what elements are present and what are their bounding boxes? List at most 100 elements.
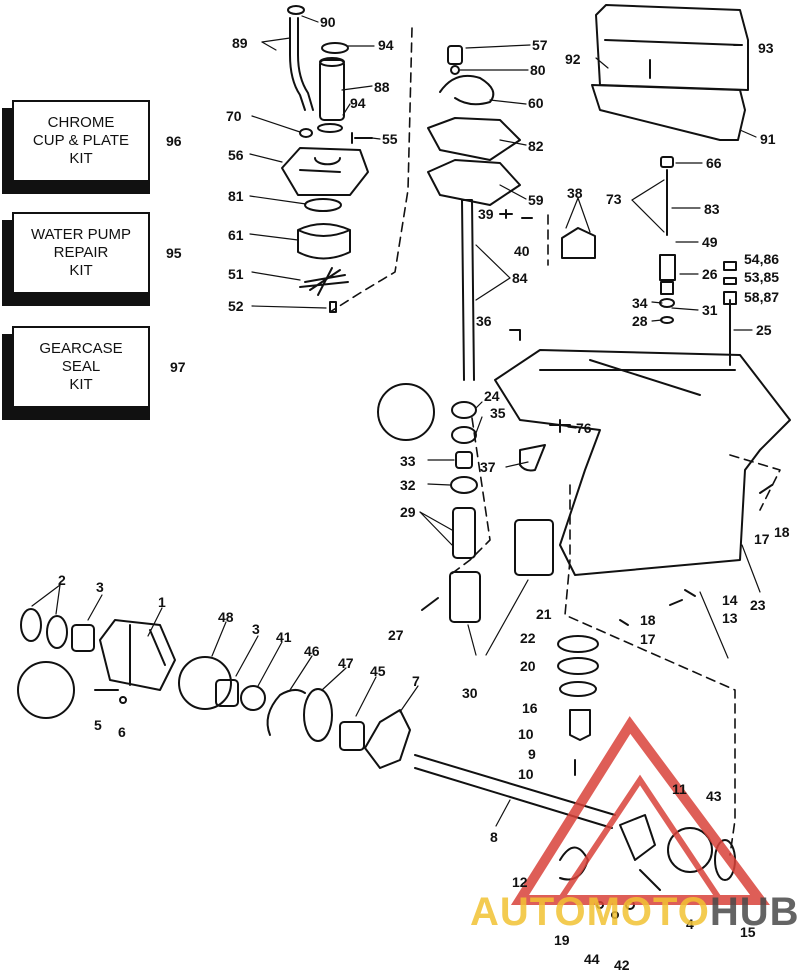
callout-label: 32 <box>400 477 416 493</box>
thrust-washer-47 <box>303 688 333 742</box>
callout-label: 43 <box>706 788 722 804</box>
sleeve-58-87 <box>723 291 737 305</box>
callout-label: 10 <box>518 726 534 742</box>
callout-label: 80 <box>530 62 546 78</box>
callout-label: 18 <box>640 612 656 628</box>
screw-13 <box>669 599 683 606</box>
pump-housing-56 <box>281 147 369 196</box>
callout-label: 92 <box>565 51 581 67</box>
callout-label: 31 <box>702 302 718 318</box>
washer-21 <box>557 635 599 653</box>
callout-label: 58,87 <box>744 289 780 305</box>
callout-label: 88 <box>374 79 390 95</box>
sleeve-57 <box>447 45 463 65</box>
bearing-housing-1 <box>99 619 176 691</box>
kit-label: GEARCASE SEAL KIT <box>12 326 150 408</box>
bearing-32 <box>450 476 478 494</box>
callout-label: 52 <box>228 298 244 314</box>
callout-label: 23 <box>750 597 766 613</box>
callout-label: 29 <box>400 504 416 520</box>
key-52 <box>329 301 337 313</box>
callout-label: 26 <box>702 266 718 282</box>
callout-label: 91 <box>760 131 776 147</box>
screw-14 <box>684 589 696 597</box>
callout-label: 4 <box>686 916 694 932</box>
bracket-38 <box>561 227 596 259</box>
plate-82 <box>427 117 521 161</box>
pinion-gear-7 <box>364 709 411 769</box>
o-ring-94-top <box>321 42 349 54</box>
callout-label: 94 <box>350 95 366 111</box>
callout-label: 21 <box>536 606 552 622</box>
grommet-66 <box>660 156 674 168</box>
callout-label: 45 <box>370 663 386 679</box>
callout-label: 36 <box>476 313 492 329</box>
screen-30-upper <box>514 519 554 576</box>
callout-label: 84 <box>512 270 528 286</box>
chrome-cup-plate-kit: CHROME CUP & PLATE KIT <box>2 100 150 196</box>
pin-4 <box>639 869 661 891</box>
callout-label: 12 <box>512 874 528 890</box>
seal-2-a <box>20 608 42 642</box>
watermark-logo <box>510 716 770 905</box>
watermark-part2: HUB <box>709 890 800 934</box>
callout-label: 16 <box>522 700 538 716</box>
screw-93 <box>649 44 743 79</box>
thrust-washer-41 <box>240 685 266 711</box>
watermark-text: AUTOMOTOHUB <box>470 892 800 932</box>
shift-shaft-16 <box>569 709 591 741</box>
callout-label: 30 <box>462 685 478 701</box>
gearcase-lower-boundary <box>564 484 736 856</box>
water-pump-repair-kit: WATER PUMP REPAIR KIT <box>2 212 150 308</box>
seal-37 <box>519 444 546 472</box>
gasket-59 <box>427 159 521 206</box>
bearing-3-left <box>71 624 95 652</box>
callout-label: 59 <box>528 192 544 208</box>
callout-label: 57 <box>532 37 548 53</box>
bushing-24 <box>451 401 477 419</box>
callout-label: 34 <box>632 295 648 311</box>
bolt-39 <box>499 209 513 219</box>
callout-label: 28 <box>632 313 648 329</box>
callout-label: 70 <box>226 108 242 124</box>
callout-label: 9 <box>528 746 536 762</box>
impeller-51 <box>299 267 349 296</box>
connector-49 <box>659 254 676 281</box>
callout-label: 17 <box>754 531 770 547</box>
callout-label: 22 <box>520 630 536 646</box>
callout-label: 19 <box>554 932 570 948</box>
callout-label: 76 <box>576 420 592 436</box>
watermark-triangle <box>510 716 770 905</box>
washer-20 <box>559 681 597 697</box>
callout-label: 41 <box>276 629 292 645</box>
seal-2-b <box>46 615 68 649</box>
gearcase-seal-kit: GEARCASE SEAL KIT <box>2 326 150 422</box>
retainer-44 <box>611 911 619 919</box>
driveshaft-group-boundary <box>449 417 491 576</box>
gearcase-housing-23 <box>494 349 791 576</box>
callout-label: 51 <box>228 266 244 282</box>
seal-35 <box>451 426 477 444</box>
callout-label: 5 <box>94 717 102 733</box>
callout-label: 11 <box>672 781 687 797</box>
callout-label: 37 <box>480 459 496 475</box>
callout-label: 3 <box>252 621 260 637</box>
water-tube-89 <box>289 17 314 111</box>
washer-28 <box>660 316 674 324</box>
cover-92 <box>595 4 749 91</box>
kit-number: 96 <box>166 133 182 149</box>
callout-label: 13 <box>722 610 738 626</box>
water-pump-group-boundary <box>329 27 413 313</box>
seal-80 <box>450 65 460 75</box>
callout-label: 20 <box>520 658 536 674</box>
grommet-90 <box>287 5 305 15</box>
bearing-22 <box>557 657 599 675</box>
seal-detail-circle <box>17 661 75 719</box>
screw-27 <box>421 597 439 611</box>
callout-label: 49 <box>702 234 718 250</box>
callout-label: 17 <box>640 631 656 647</box>
callout-label: 81 <box>228 188 244 204</box>
callout-label: 93 <box>758 40 774 56</box>
callout-label: 46 <box>304 643 320 659</box>
